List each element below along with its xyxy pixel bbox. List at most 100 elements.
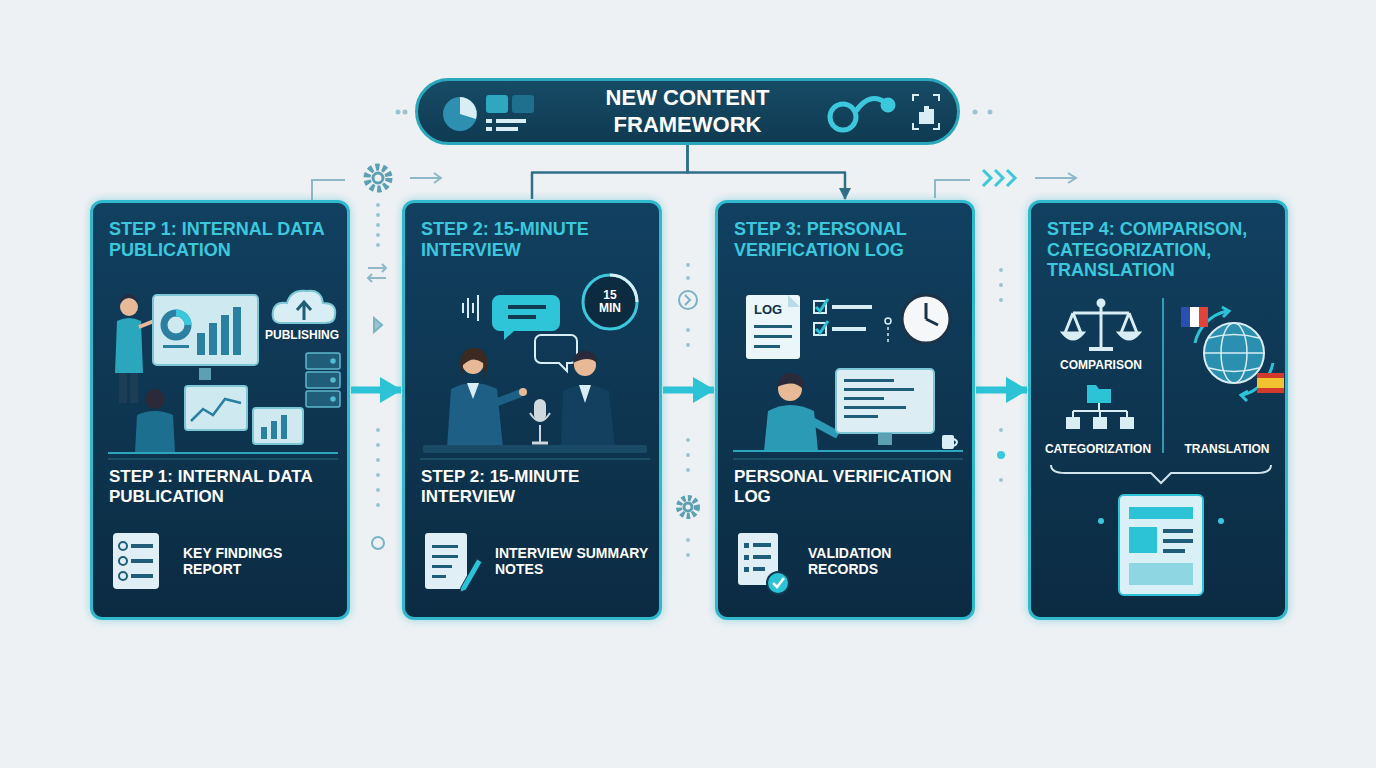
small-symbols bbox=[685, 295, 690, 305]
panel-icon bbox=[486, 119, 492, 123]
standing-person bbox=[130, 373, 138, 403]
output-document bbox=[1119, 495, 1203, 595]
small-monitor bbox=[261, 427, 267, 439]
scales-icon bbox=[1098, 300, 1104, 306]
decor-dots bbox=[403, 110, 408, 115]
globe-icon bbox=[1204, 323, 1264, 383]
decor-dots bbox=[376, 223, 380, 227]
microphone bbox=[534, 399, 546, 421]
main-monitor bbox=[163, 345, 189, 348]
main-monitor bbox=[164, 313, 188, 337]
computer bbox=[844, 388, 914, 391]
server-stack bbox=[331, 359, 335, 363]
report-icon bbox=[119, 542, 127, 550]
spanish-flag bbox=[1257, 373, 1284, 393]
mug bbox=[954, 439, 957, 446]
step-card: STEP 3: PERSONAL VERIFICATION LOGPERSONA… bbox=[715, 200, 975, 620]
cloud-upload bbox=[273, 291, 336, 323]
server-stack bbox=[331, 397, 335, 401]
icon-label: COMPARISON bbox=[1047, 359, 1155, 372]
step-card: STEP 4: COMPARISON, CATEGORIZATION, TRAN… bbox=[1028, 200, 1288, 620]
small-symbols bbox=[679, 291, 697, 309]
panel-icon bbox=[486, 95, 508, 113]
wall-clock bbox=[902, 295, 950, 343]
cloud-upload bbox=[273, 291, 336, 323]
decor-lines bbox=[1035, 177, 1075, 179]
output-document bbox=[1129, 527, 1157, 553]
gear-icon bbox=[684, 503, 692, 511]
seated-person bbox=[135, 411, 175, 453]
computer bbox=[844, 415, 878, 418]
records-icon bbox=[753, 543, 771, 547]
pie-icon bbox=[443, 97, 477, 131]
panel-icon bbox=[512, 95, 534, 113]
report-icon bbox=[131, 559, 153, 563]
french-flag bbox=[1190, 307, 1199, 327]
cloud-upload bbox=[297, 302, 311, 320]
divider bbox=[108, 459, 338, 460]
checklist bbox=[816, 321, 828, 333]
records-icon bbox=[744, 555, 749, 560]
interviewer bbox=[519, 388, 527, 396]
speech-bubbles bbox=[492, 295, 577, 371]
scales-icon bbox=[1100, 303, 1103, 349]
report-icon bbox=[113, 533, 159, 589]
notes-icon bbox=[425, 533, 482, 592]
flow-connector bbox=[663, 387, 714, 394]
interviewer bbox=[447, 383, 503, 448]
decor-dots bbox=[376, 203, 380, 207]
divider bbox=[1162, 298, 1164, 453]
decor-lines bbox=[983, 170, 1015, 186]
report-icon bbox=[119, 572, 127, 580]
output-document bbox=[1119, 495, 1203, 595]
icon-label: TRANSLATION bbox=[1175, 443, 1279, 456]
decor-lines bbox=[1068, 173, 1076, 183]
interviewer bbox=[460, 348, 487, 381]
decor-dots bbox=[686, 538, 690, 542]
interviewee bbox=[561, 385, 615, 448]
bracket bbox=[1051, 465, 1271, 483]
decor-dots bbox=[686, 468, 690, 472]
icon-label: CATEGORIZATION bbox=[1036, 443, 1160, 456]
frame-icon bbox=[930, 110, 933, 123]
decor-dots bbox=[999, 268, 1003, 272]
decor-lines bbox=[935, 180, 970, 198]
main-monitor bbox=[176, 313, 188, 325]
server-stack bbox=[306, 353, 340, 369]
glow-dots bbox=[1218, 518, 1224, 524]
frame-icon bbox=[913, 95, 939, 129]
output-label: INTERVIEW SUMMARY NOTES bbox=[495, 545, 649, 577]
output-document bbox=[1129, 507, 1193, 519]
standing-person bbox=[119, 373, 127, 403]
working-person bbox=[764, 405, 818, 451]
computer bbox=[844, 379, 894, 382]
report-icon bbox=[131, 544, 153, 548]
checklist bbox=[816, 299, 828, 311]
globe-icon bbox=[1209, 335, 1259, 372]
decor-dots bbox=[376, 243, 380, 247]
decor-dots bbox=[988, 110, 993, 115]
decor-dots bbox=[686, 263, 690, 267]
log-document bbox=[754, 335, 792, 338]
log-document bbox=[754, 325, 792, 328]
node-icon bbox=[883, 100, 893, 110]
decor-lines bbox=[368, 264, 386, 282]
french-flag bbox=[1199, 307, 1208, 327]
computer bbox=[836, 369, 934, 433]
speech-bubbles bbox=[508, 305, 546, 309]
decor-dots bbox=[997, 451, 1005, 459]
small-symbols bbox=[370, 359, 384, 361]
decor-lines bbox=[410, 177, 440, 179]
sound-wave bbox=[462, 303, 464, 313]
french-flag bbox=[1181, 307, 1208, 327]
decor-dots bbox=[999, 283, 1003, 287]
output-document bbox=[1163, 529, 1193, 533]
small-monitor bbox=[253, 408, 303, 444]
divider bbox=[733, 459, 963, 460]
main-monitor bbox=[197, 333, 205, 355]
main-monitor bbox=[233, 307, 241, 355]
scales-icon bbox=[1089, 347, 1113, 351]
decor-dots bbox=[376, 443, 380, 447]
decor-lines bbox=[434, 173, 441, 183]
working-person bbox=[764, 373, 838, 451]
